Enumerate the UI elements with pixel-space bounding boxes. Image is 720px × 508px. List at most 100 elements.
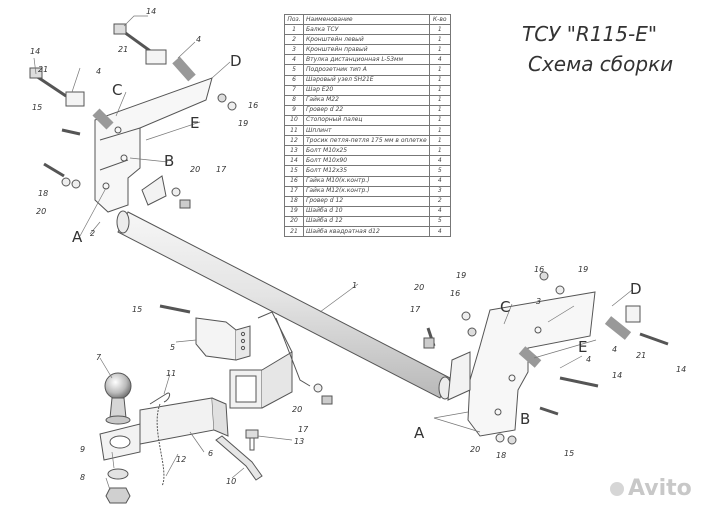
cell-name: Болт M12x35 xyxy=(303,165,430,177)
callout-5: 5 xyxy=(170,343,175,352)
cell-quantity: 2 xyxy=(428,195,451,207)
left-hardware xyxy=(29,23,237,209)
letter-d-left: D xyxy=(230,52,242,70)
leader-lines xyxy=(33,15,633,491)
callout-17: 17 xyxy=(216,165,227,174)
callout-2: 2 xyxy=(90,229,95,238)
cell-position: 13 xyxy=(284,145,304,157)
letter-e-right: E xyxy=(578,338,587,356)
callout-18: 18 xyxy=(496,451,506,460)
stop-pin xyxy=(215,435,263,481)
header-position: Поз. xyxy=(284,13,304,26)
cell-quantity: 5 xyxy=(428,165,451,177)
socket-plate xyxy=(195,317,251,361)
callout-20: 20 xyxy=(470,445,480,454)
callout-16: 16 xyxy=(450,289,460,298)
header-quantity: К-во xyxy=(428,13,451,26)
cell-name: Кронштейн правый xyxy=(303,44,430,56)
cell-name: Болт M10x90 xyxy=(303,155,430,167)
callout-20: 20 xyxy=(36,207,46,216)
letter-b-right: B xyxy=(520,410,530,428)
callout-17: 17 xyxy=(298,425,309,434)
cell-name: Шаровый узел SH21E xyxy=(303,74,430,86)
cell-position: 11 xyxy=(284,125,304,137)
cell-position: 1 xyxy=(284,24,304,36)
letter-c-right: C xyxy=(500,298,510,316)
cell-quantity: 1 xyxy=(428,84,451,96)
callout-18: 18 xyxy=(38,189,48,198)
watermark-text: Avito xyxy=(628,476,692,501)
cell-position: 17 xyxy=(284,185,304,197)
callout-7: 7 xyxy=(96,353,102,362)
cell-position: 16 xyxy=(284,175,304,187)
cell-quantity: 1 xyxy=(428,104,451,116)
cell-quantity: 1 xyxy=(428,34,451,46)
diagram-title: ТСУ "R115-E" xyxy=(522,22,658,46)
callout-10: 10 xyxy=(226,477,236,486)
cell-name: Гровер d 22 xyxy=(303,104,430,116)
tow-ball xyxy=(104,372,132,425)
callout-4: 4 xyxy=(612,345,617,354)
cell-quantity: 4 xyxy=(428,205,451,217)
right-bracket xyxy=(447,291,596,437)
washer-nut xyxy=(105,468,131,504)
cell-quantity: 1 xyxy=(428,114,451,127)
cell-quantity: 1 xyxy=(428,74,451,86)
cell-quantity: 4 xyxy=(428,155,451,167)
cell-name: Гайка M22 xyxy=(303,94,430,106)
callout-1: 1 xyxy=(352,281,357,290)
callout-20: 20 xyxy=(190,165,200,174)
letter-a-right: A xyxy=(414,424,425,442)
callout-14: 14 xyxy=(30,47,40,56)
cell-name: Шар E20 xyxy=(303,84,430,96)
callout-12: 12 xyxy=(176,455,186,464)
avito-logo-icon xyxy=(610,482,624,496)
callout-4: 4 xyxy=(586,355,591,364)
letter-c-left: C xyxy=(112,81,122,99)
cell-name: Тросик петля-петля 175 мм в оплетке xyxy=(303,135,430,147)
callout-15: 15 xyxy=(564,449,574,458)
callout-21: 21 xyxy=(118,45,128,54)
cell-quantity: 5 xyxy=(428,215,451,227)
cell-position: 8 xyxy=(284,94,304,106)
cell-name: Балка ТСУ xyxy=(303,24,430,36)
letter-a-left: A xyxy=(72,228,83,246)
callout-14: 14 xyxy=(676,365,686,374)
cell-name: Гайка M12(к.контр.) xyxy=(303,185,430,197)
cell-position: 3 xyxy=(284,44,304,56)
cell-position: 9 xyxy=(284,104,304,116)
cell-position: 19 xyxy=(284,205,304,217)
cell-name: Гайка M10(к.контр.) xyxy=(303,175,430,187)
cell-quantity: 1 xyxy=(428,145,451,157)
left-bracket xyxy=(94,77,213,213)
cell-quantity: 1 xyxy=(428,44,451,56)
cell-name: Шайба квадратная d12 xyxy=(303,225,430,238)
cell-position: 10 xyxy=(284,114,304,127)
cell-position: 21 xyxy=(284,225,304,238)
callout-9: 9 xyxy=(80,445,85,454)
letter-b-left: B xyxy=(164,152,174,170)
callout-15: 15 xyxy=(132,305,142,314)
cell-name: Подрозетник тип A xyxy=(303,64,430,76)
cell-position: 15 xyxy=(284,165,304,177)
cell-position: 6 xyxy=(284,74,304,86)
right-hardware xyxy=(159,271,669,445)
callout-15: 15 xyxy=(32,103,42,112)
main-beam xyxy=(116,210,452,400)
callout-14: 14 xyxy=(612,371,622,380)
